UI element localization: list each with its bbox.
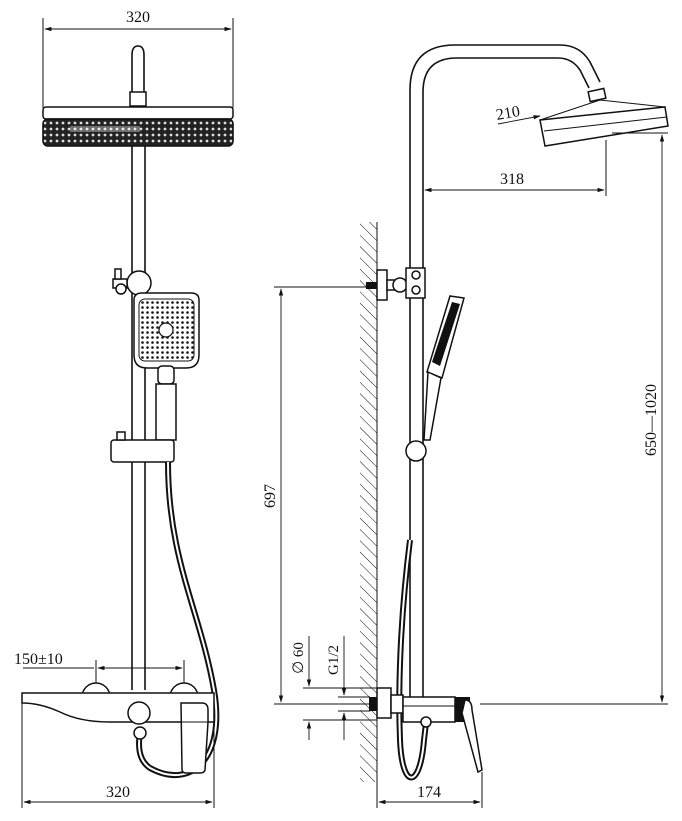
side-rain-shower-head bbox=[539, 99, 669, 147]
side-hand-shower bbox=[405, 295, 465, 462]
front-bottom-width-label: 320 bbox=[106, 784, 130, 801]
front-rain-shower-head bbox=[42, 106, 234, 147]
side-wall-to-holder-dimension: 697 bbox=[262, 286, 370, 705]
side-head-connector bbox=[587, 87, 607, 103]
side-head-diameter-label: 210 bbox=[495, 103, 522, 124]
side-mixer-depth-dimension: 174 bbox=[376, 772, 483, 808]
side-wall-to-holder-label: 697 bbox=[262, 484, 279, 508]
side-head-diameter-dimension: 210 bbox=[495, 103, 541, 125]
side-hose bbox=[396, 539, 429, 781]
front-view: 320 bbox=[14, 9, 234, 808]
side-thread-label: G1/2 bbox=[326, 645, 342, 675]
front-slide-holder bbox=[110, 431, 175, 463]
front-valve-spacing-label: 150±10 bbox=[14, 651, 63, 668]
side-mixer-valve bbox=[369, 687, 483, 774]
side-overhead-arm-outer bbox=[409, 44, 601, 268]
side-pipe-diameter-dimension: ∅ 60 bbox=[291, 636, 377, 740]
side-arm-reach-dimension: 318 bbox=[424, 140, 607, 196]
side-height-range-dimension: 650—1020 bbox=[480, 132, 668, 705]
front-valve-spacing-dimension: 150±10 bbox=[14, 651, 185, 690]
front-hand-shower bbox=[133, 292, 200, 441]
front-bottom-width-dimension: 320 bbox=[21, 703, 215, 808]
front-top-width-label: 320 bbox=[126, 9, 150, 26]
side-mixer-depth-label: 174 bbox=[417, 784, 441, 801]
front-head-connector bbox=[129, 91, 147, 107]
side-height-range-label: 650—1020 bbox=[643, 384, 660, 456]
side-view: 210 318 bbox=[262, 44, 669, 808]
side-riser-pipe bbox=[409, 298, 424, 697]
front-riser-pipe bbox=[131, 146, 146, 690]
side-overhead-arm-inner bbox=[422, 57, 590, 268]
side-arm-reach-label: 318 bbox=[500, 171, 524, 188]
front-top-width-dimension: 320 bbox=[42, 9, 234, 108]
front-mixer-valve bbox=[21, 682, 215, 774]
side-pipe-diameter-label: ∅ 60 bbox=[291, 642, 307, 674]
side-wall-hatch bbox=[360, 222, 377, 782]
front-arm-neck bbox=[131, 45, 145, 95]
front-upper-bracket bbox=[112, 268, 152, 296]
side-upper-bracket bbox=[366, 267, 426, 301]
side-thread-dimension: G1/2 bbox=[326, 636, 370, 740]
